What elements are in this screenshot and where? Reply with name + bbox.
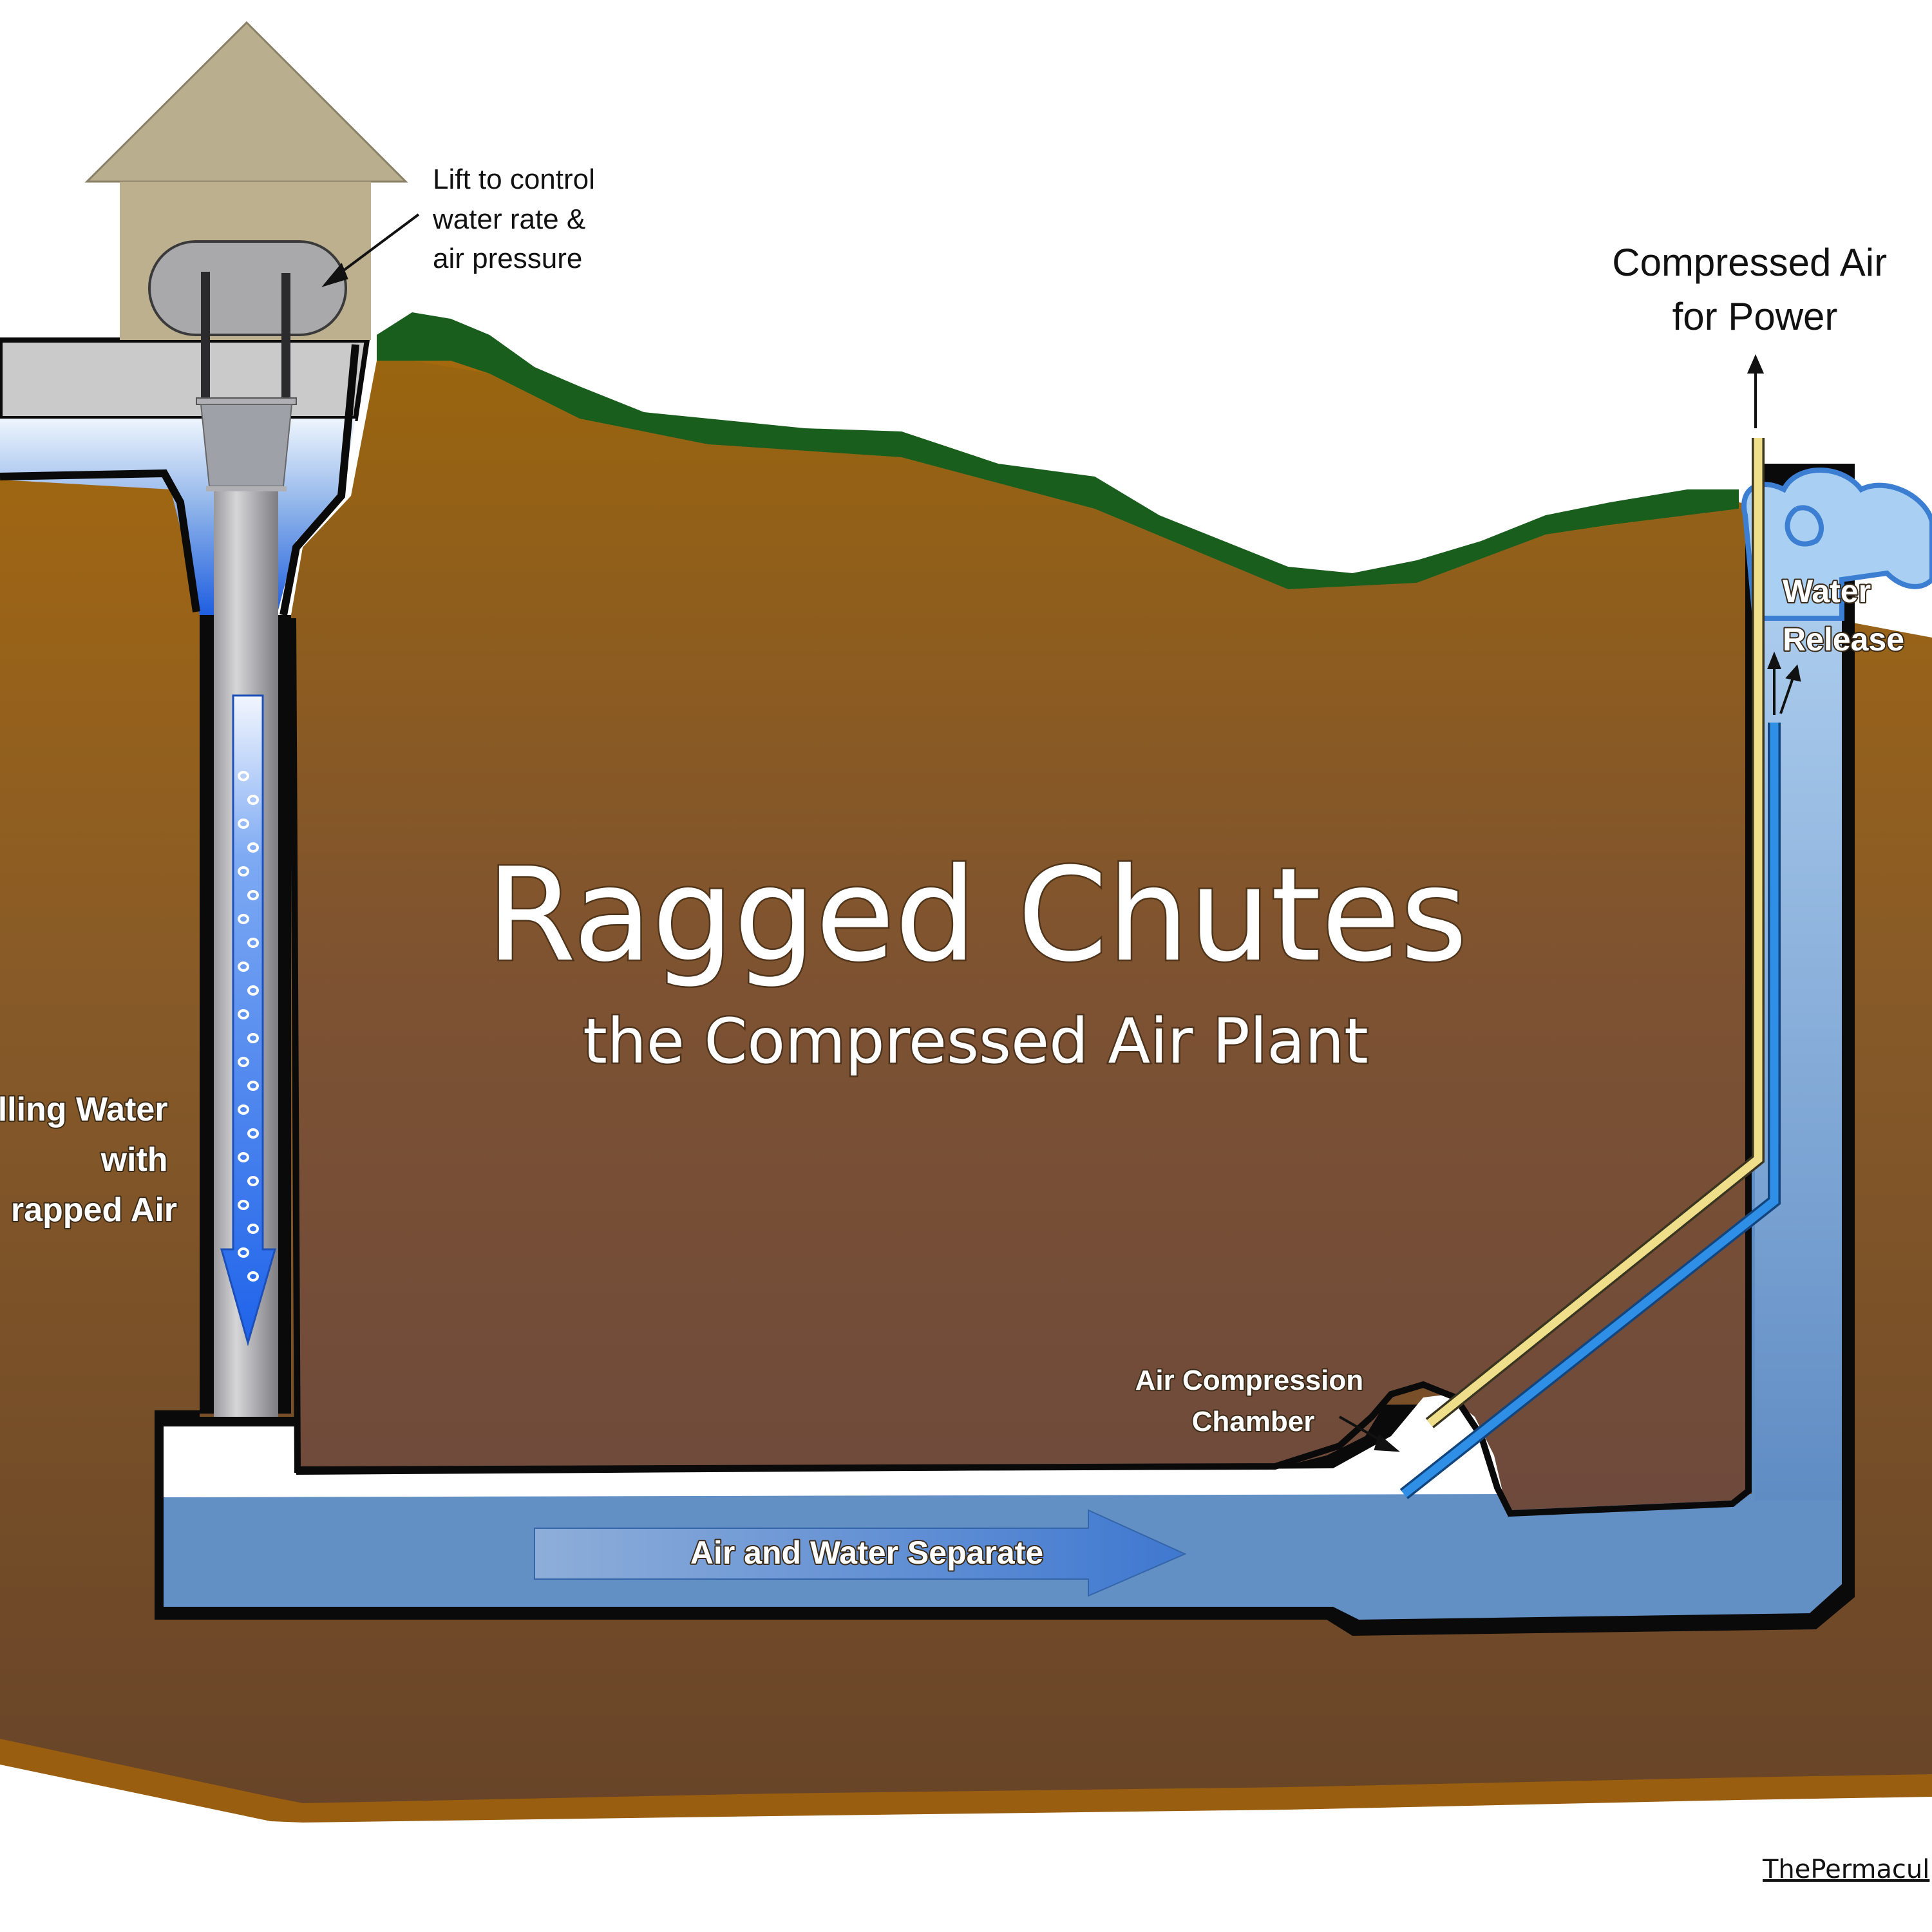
- chamber-annotation-arrow: [1339, 1416, 1400, 1452]
- air-pipe-fill: [1426, 438, 1763, 1427]
- air-bubble: [247, 842, 259, 853]
- air-bubble: [247, 938, 259, 948]
- air-bubbles: [238, 771, 259, 1282]
- flow-right-arrow: [534, 1509, 1187, 1597]
- inner-soil-outline: [290, 502, 1752, 1517]
- dam-slab: [0, 337, 370, 421]
- lift-rod-right: [281, 273, 290, 402]
- air-bubble: [247, 1224, 259, 1234]
- credit-link[interactable]: ThePermacul: [1762, 1855, 1929, 1884]
- air-bubble: [247, 1128, 259, 1139]
- water-pipe-fill: [1401, 723, 1779, 1498]
- lift-annotation-arrow: [321, 213, 420, 287]
- air-bubble: [238, 1247, 249, 1258]
- water-release-label: Water Release: [1783, 573, 1904, 658]
- air-bubble: [247, 890, 259, 900]
- air-bubble: [238, 1152, 249, 1162]
- air-bubble: [238, 1200, 249, 1210]
- intake-grate: [200, 404, 293, 487]
- intake-grate-top: [196, 397, 297, 405]
- separate-label: Air and Water Separate: [690, 1535, 1043, 1571]
- air-bubble: [247, 795, 259, 805]
- air-bubble: [238, 866, 249, 876]
- lift-mechanism: [148, 240, 347, 336]
- air-bubble: [238, 961, 249, 972]
- air-bubble: [238, 914, 249, 924]
- intake-grate-bottom: [206, 486, 287, 491]
- compressed-air-label: Compressed Air for Power: [1612, 241, 1898, 338]
- air-bubble: [238, 1009, 249, 1019]
- page-subtitle: the Compressed Air Plant: [583, 1005, 1368, 1077]
- air-bubble: [247, 1033, 259, 1043]
- release-arrows: [1767, 651, 1801, 715]
- air-bubble: [238, 1057, 249, 1067]
- falling-water-label: lling Water with rapped Air: [0, 1091, 177, 1229]
- air-bubble: [247, 1271, 259, 1282]
- air-bubble: [238, 1104, 249, 1115]
- page-title: Ragged Chutes: [486, 840, 1467, 990]
- air-chamber-label: Air Compression Chamber: [1135, 1365, 1372, 1437]
- lift-label: Lift to control water rate & air pressur…: [432, 164, 603, 274]
- air-bubble: [238, 771, 249, 781]
- intake-outline: [0, 344, 359, 616]
- water-release-splash: [1741, 468, 1932, 621]
- compressed-air-arrow: [1747, 354, 1765, 428]
- splash-swirl: [1785, 505, 1824, 547]
- ground-fringe: [0, 1739, 1932, 1823]
- house-roof: [84, 21, 408, 183]
- air-bubble: [247, 1176, 259, 1186]
- tunnel-air: [164, 1391, 1504, 1497]
- air-bubble: [238, 819, 249, 829]
- inner-soil: [291, 361, 1748, 1510]
- lift-rod-left: [201, 272, 210, 401]
- down-arrow: [220, 694, 276, 1347]
- air-bubble: [247, 985, 259, 996]
- air-bubble: [247, 1081, 259, 1091]
